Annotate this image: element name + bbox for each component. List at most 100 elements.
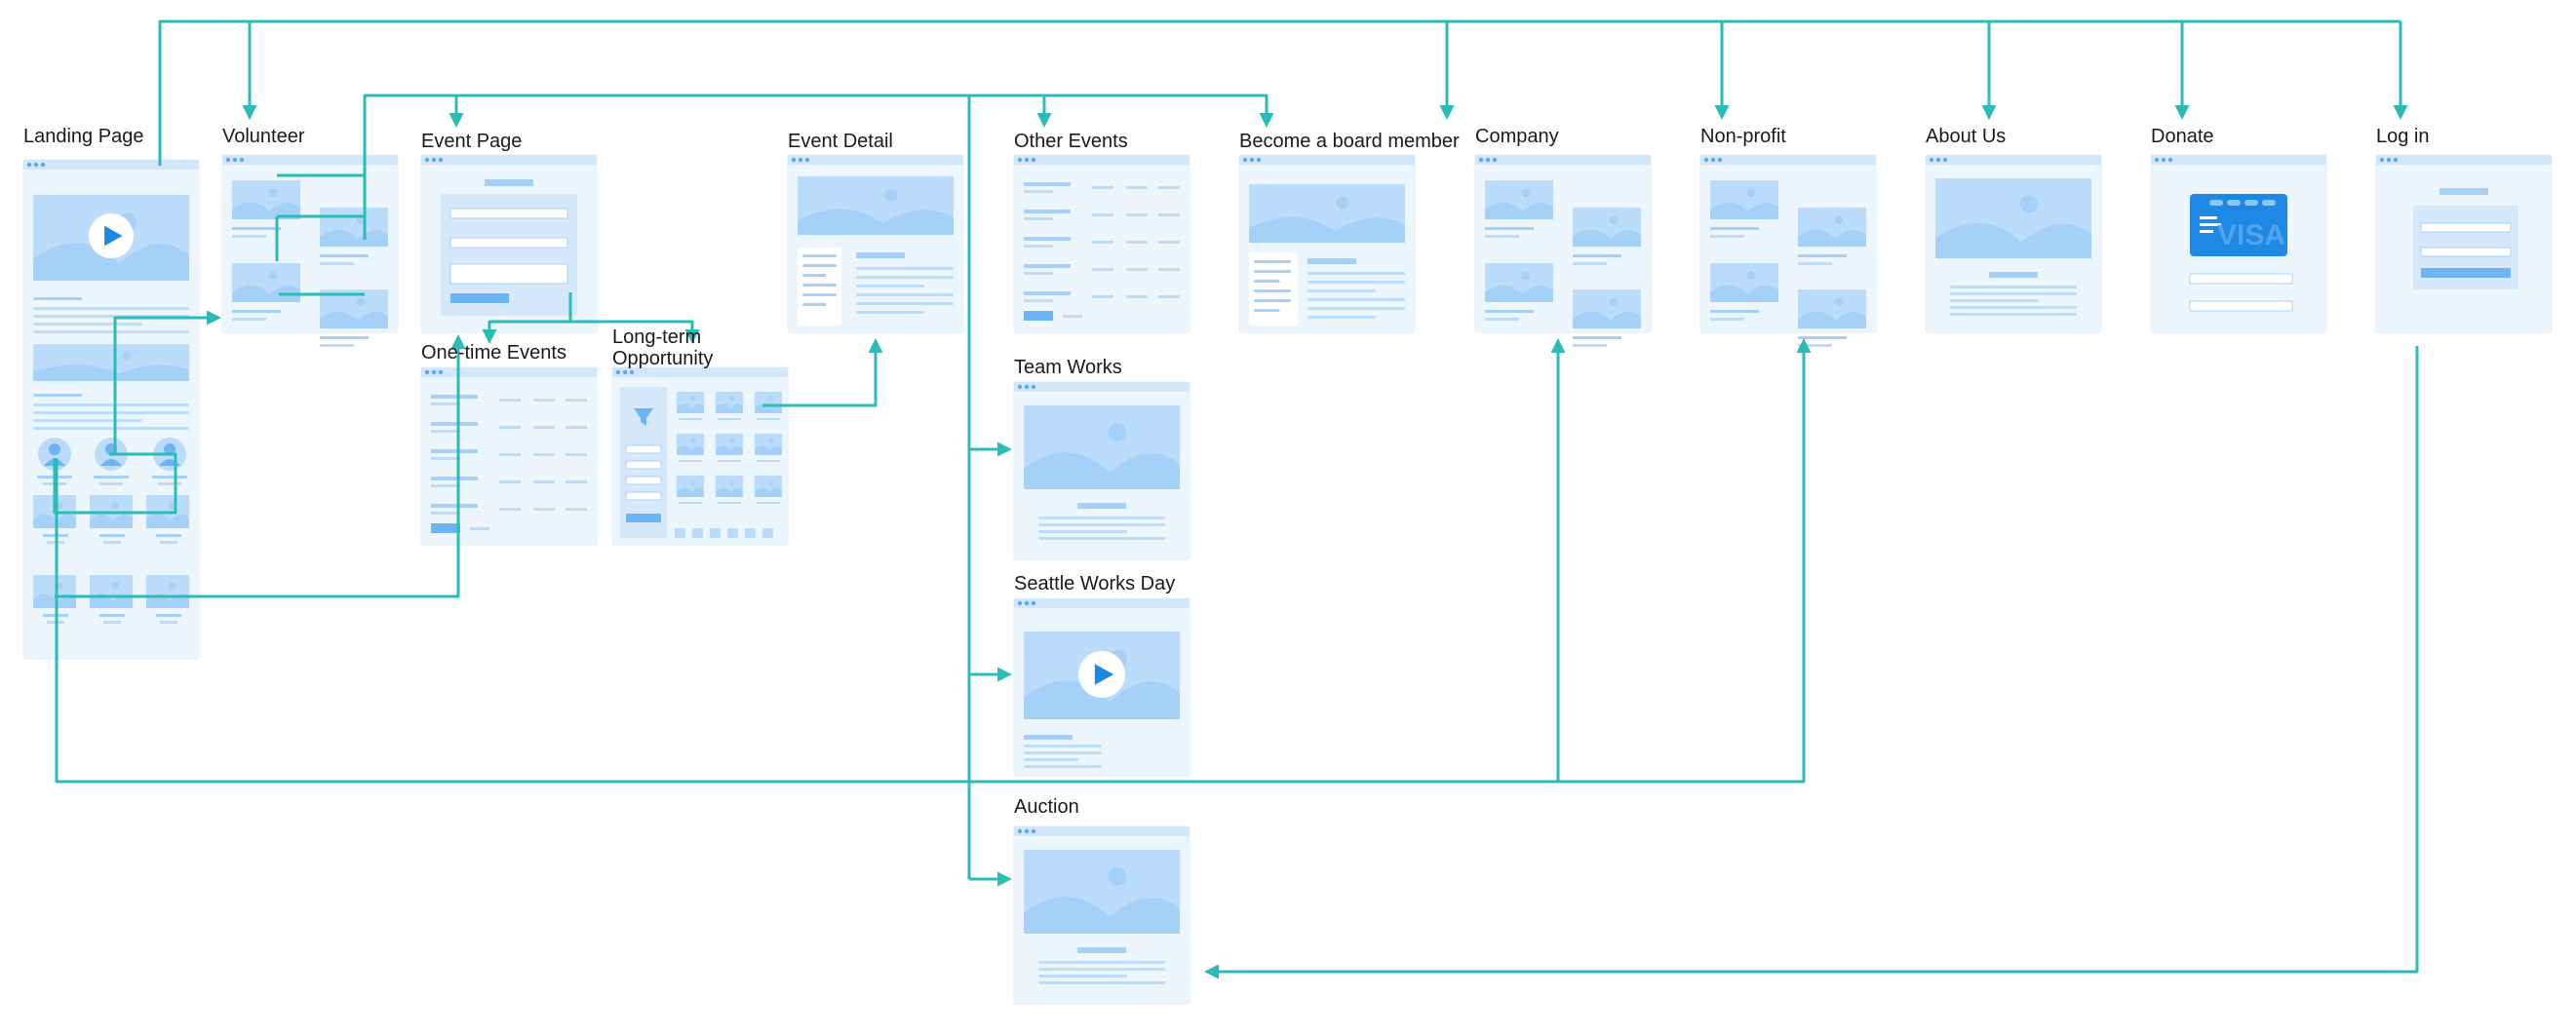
image-hills (677, 487, 704, 497)
row-cell (1126, 295, 1148, 298)
page-label-detail: Event Detail (788, 131, 893, 152)
frame-titlebar (222, 155, 398, 165)
window-dot (1031, 600, 1036, 606)
filter-dropdown (625, 460, 662, 470)
row-cell (533, 480, 555, 483)
frame-volunteer (221, 154, 399, 347)
window-dot (232, 157, 238, 163)
text-line (1254, 270, 1291, 273)
window-dot (2386, 157, 2392, 163)
page-label-volunteer: Volunteer (222, 126, 305, 147)
connectors (53, 19, 2419, 979)
row-cell (499, 399, 521, 402)
avatar-head (49, 443, 60, 455)
text-line (33, 394, 82, 397)
row-sub (1024, 272, 1053, 275)
page-heading (485, 179, 533, 186)
pager-text (470, 527, 489, 530)
connector-line (53, 452, 177, 515)
connector-line (55, 334, 466, 598)
image-placeholder-icon (755, 392, 782, 413)
frame-nonprofit (1699, 154, 1877, 347)
text-line (33, 330, 189, 333)
connector-line (489, 320, 700, 344)
window-dot (1478, 157, 1484, 163)
image-hills (1710, 202, 1778, 219)
window-dot (438, 369, 444, 375)
row-sub (1024, 217, 1053, 220)
row-cell (1158, 213, 1180, 216)
window-dot (2393, 157, 2399, 163)
image-sun (356, 297, 366, 307)
password-field (2420, 247, 2512, 257)
row-cell (1158, 295, 1180, 298)
image-sun (1746, 271, 1756, 281)
card-dot (2244, 200, 2258, 206)
page-label-team: Team Works (1014, 357, 1122, 378)
frame-titlebar (23, 160, 199, 170)
row-cell (533, 508, 555, 511)
card-sub (103, 541, 121, 544)
card-sub (160, 541, 177, 544)
image-placeholder-icon (755, 434, 782, 455)
window-dot (1017, 157, 1023, 163)
card-title (1710, 310, 1759, 313)
input-field (2189, 300, 2293, 312)
page-label-line: Opportunity (612, 348, 713, 369)
window-dot (2379, 157, 2385, 163)
window-dot (1031, 828, 1036, 834)
frame-titlebar (612, 367, 788, 377)
image-placeholder-icon (716, 434, 743, 455)
image-sun (1336, 196, 1349, 210)
row-cell (1092, 268, 1113, 271)
text-line (1308, 281, 1405, 284)
image-placeholder-icon (1935, 178, 2091, 258)
text-line (1254, 309, 1280, 312)
card-sub (757, 502, 780, 504)
login-button (2421, 268, 2511, 278)
text-line (802, 284, 837, 287)
play-triangle (104, 225, 123, 247)
window-dot (1703, 157, 1709, 163)
frame-titlebar (2151, 155, 2326, 165)
text-line (802, 254, 837, 257)
credit-card-icon: VISA (2190, 194, 2287, 256)
text-line (1308, 289, 1376, 292)
window-dot (1485, 157, 1491, 163)
window-dot (1031, 384, 1036, 390)
text-line (1950, 286, 2077, 288)
row-sub (431, 484, 460, 487)
image-hills (716, 445, 743, 455)
text-line (1038, 517, 1165, 519)
page-number (745, 528, 756, 538)
text-line (802, 274, 827, 277)
window-dot (225, 157, 231, 163)
filter-dropdown (625, 444, 662, 454)
text-line (1308, 298, 1405, 301)
image-hills (1798, 229, 1866, 247)
input-field (449, 237, 568, 249)
image-hills (33, 364, 189, 381)
frame-titlebar (1239, 155, 1415, 165)
image-hills (1485, 285, 1553, 302)
card-dot (2262, 200, 2276, 206)
row-title (431, 477, 478, 480)
connector-line (363, 94, 1274, 128)
card-title (156, 534, 181, 537)
input-field (2189, 273, 2293, 285)
row-cell (533, 426, 555, 429)
image-sun (168, 502, 176, 510)
page-number (675, 528, 685, 538)
play-icon (89, 213, 134, 258)
caption-title (1024, 735, 1073, 740)
window-dot (622, 369, 628, 375)
text-line (1038, 530, 1127, 533)
image-hills (146, 514, 189, 528)
frame-titlebar (1926, 155, 2101, 165)
role-line (158, 482, 181, 485)
page-number (762, 528, 773, 538)
row-cell (499, 426, 521, 429)
text-line (33, 419, 142, 422)
image-hills (1573, 229, 1641, 247)
text-line (1308, 272, 1405, 275)
